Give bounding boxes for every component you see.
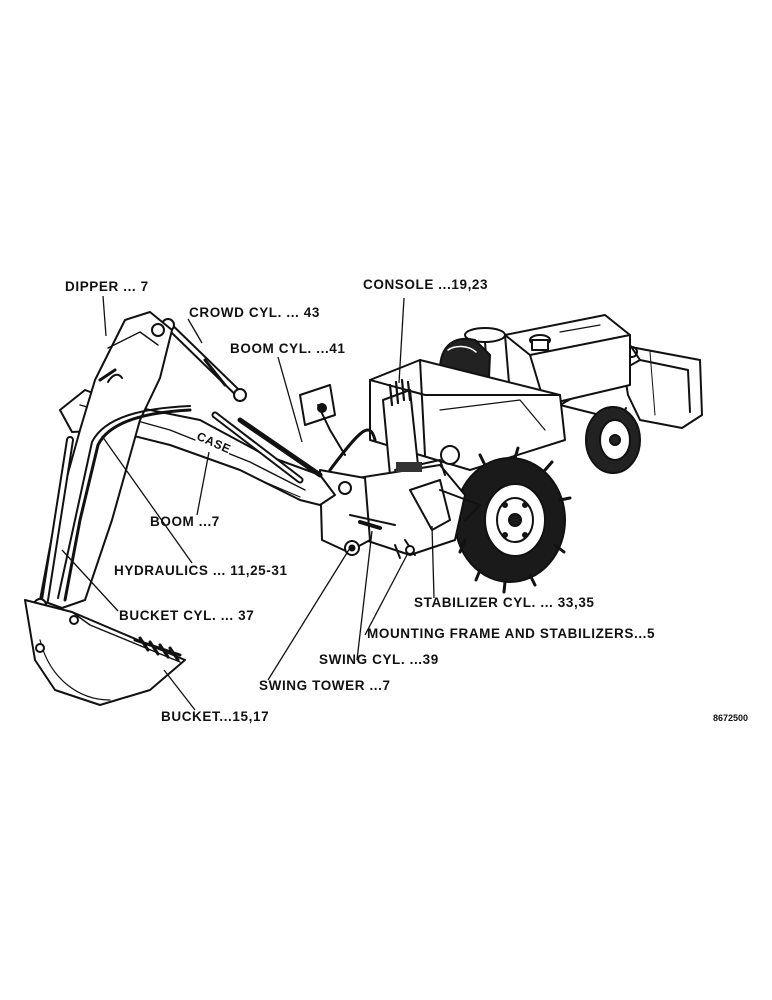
- boom-cylinder: [211, 411, 323, 484]
- front-wheel: [585, 406, 641, 474]
- label-boom-cyl: BOOM CYL. ...41: [230, 341, 346, 356]
- bucket: [24, 599, 186, 706]
- label-swing-tower: SWING TOWER ...7: [259, 678, 391, 693]
- rear-wheel: [454, 446, 572, 594]
- label-boom: BOOM ...7: [150, 514, 220, 529]
- drawing-code: 8672500: [713, 713, 749, 723]
- work-lamp: [299, 384, 346, 456]
- tractor-body: [369, 359, 566, 471]
- dipper: [39, 311, 173, 609]
- label-hydraulics: HYDRAULICS ... 11,25-31: [114, 563, 288, 578]
- crowd-cylinder: [161, 318, 247, 402]
- label-mounting-frame: MOUNTING FRAME AND STABILIZERS...5: [367, 626, 656, 641]
- label-crowd-cyl: CROWD CYL. ... 43: [189, 305, 320, 320]
- mounting-frame: [344, 459, 481, 559]
- label-bucket: BUCKET...15,17: [161, 709, 270, 724]
- label-console: CONSOLE ...19,23: [363, 277, 489, 292]
- hydraulic-hoses: [57, 405, 377, 602]
- leader-lines: [61, 295, 435, 711]
- label-bucket-cyl: BUCKET CYL. ... 37: [119, 608, 255, 623]
- loader-bucket: [619, 344, 703, 429]
- label-dipper: DIPPER ... 7: [65, 279, 149, 294]
- label-stabilizer-cyl: STABILIZER CYL. ... 33,35: [414, 595, 595, 610]
- label-swing-cyl: SWING CYL. ...39: [319, 652, 439, 667]
